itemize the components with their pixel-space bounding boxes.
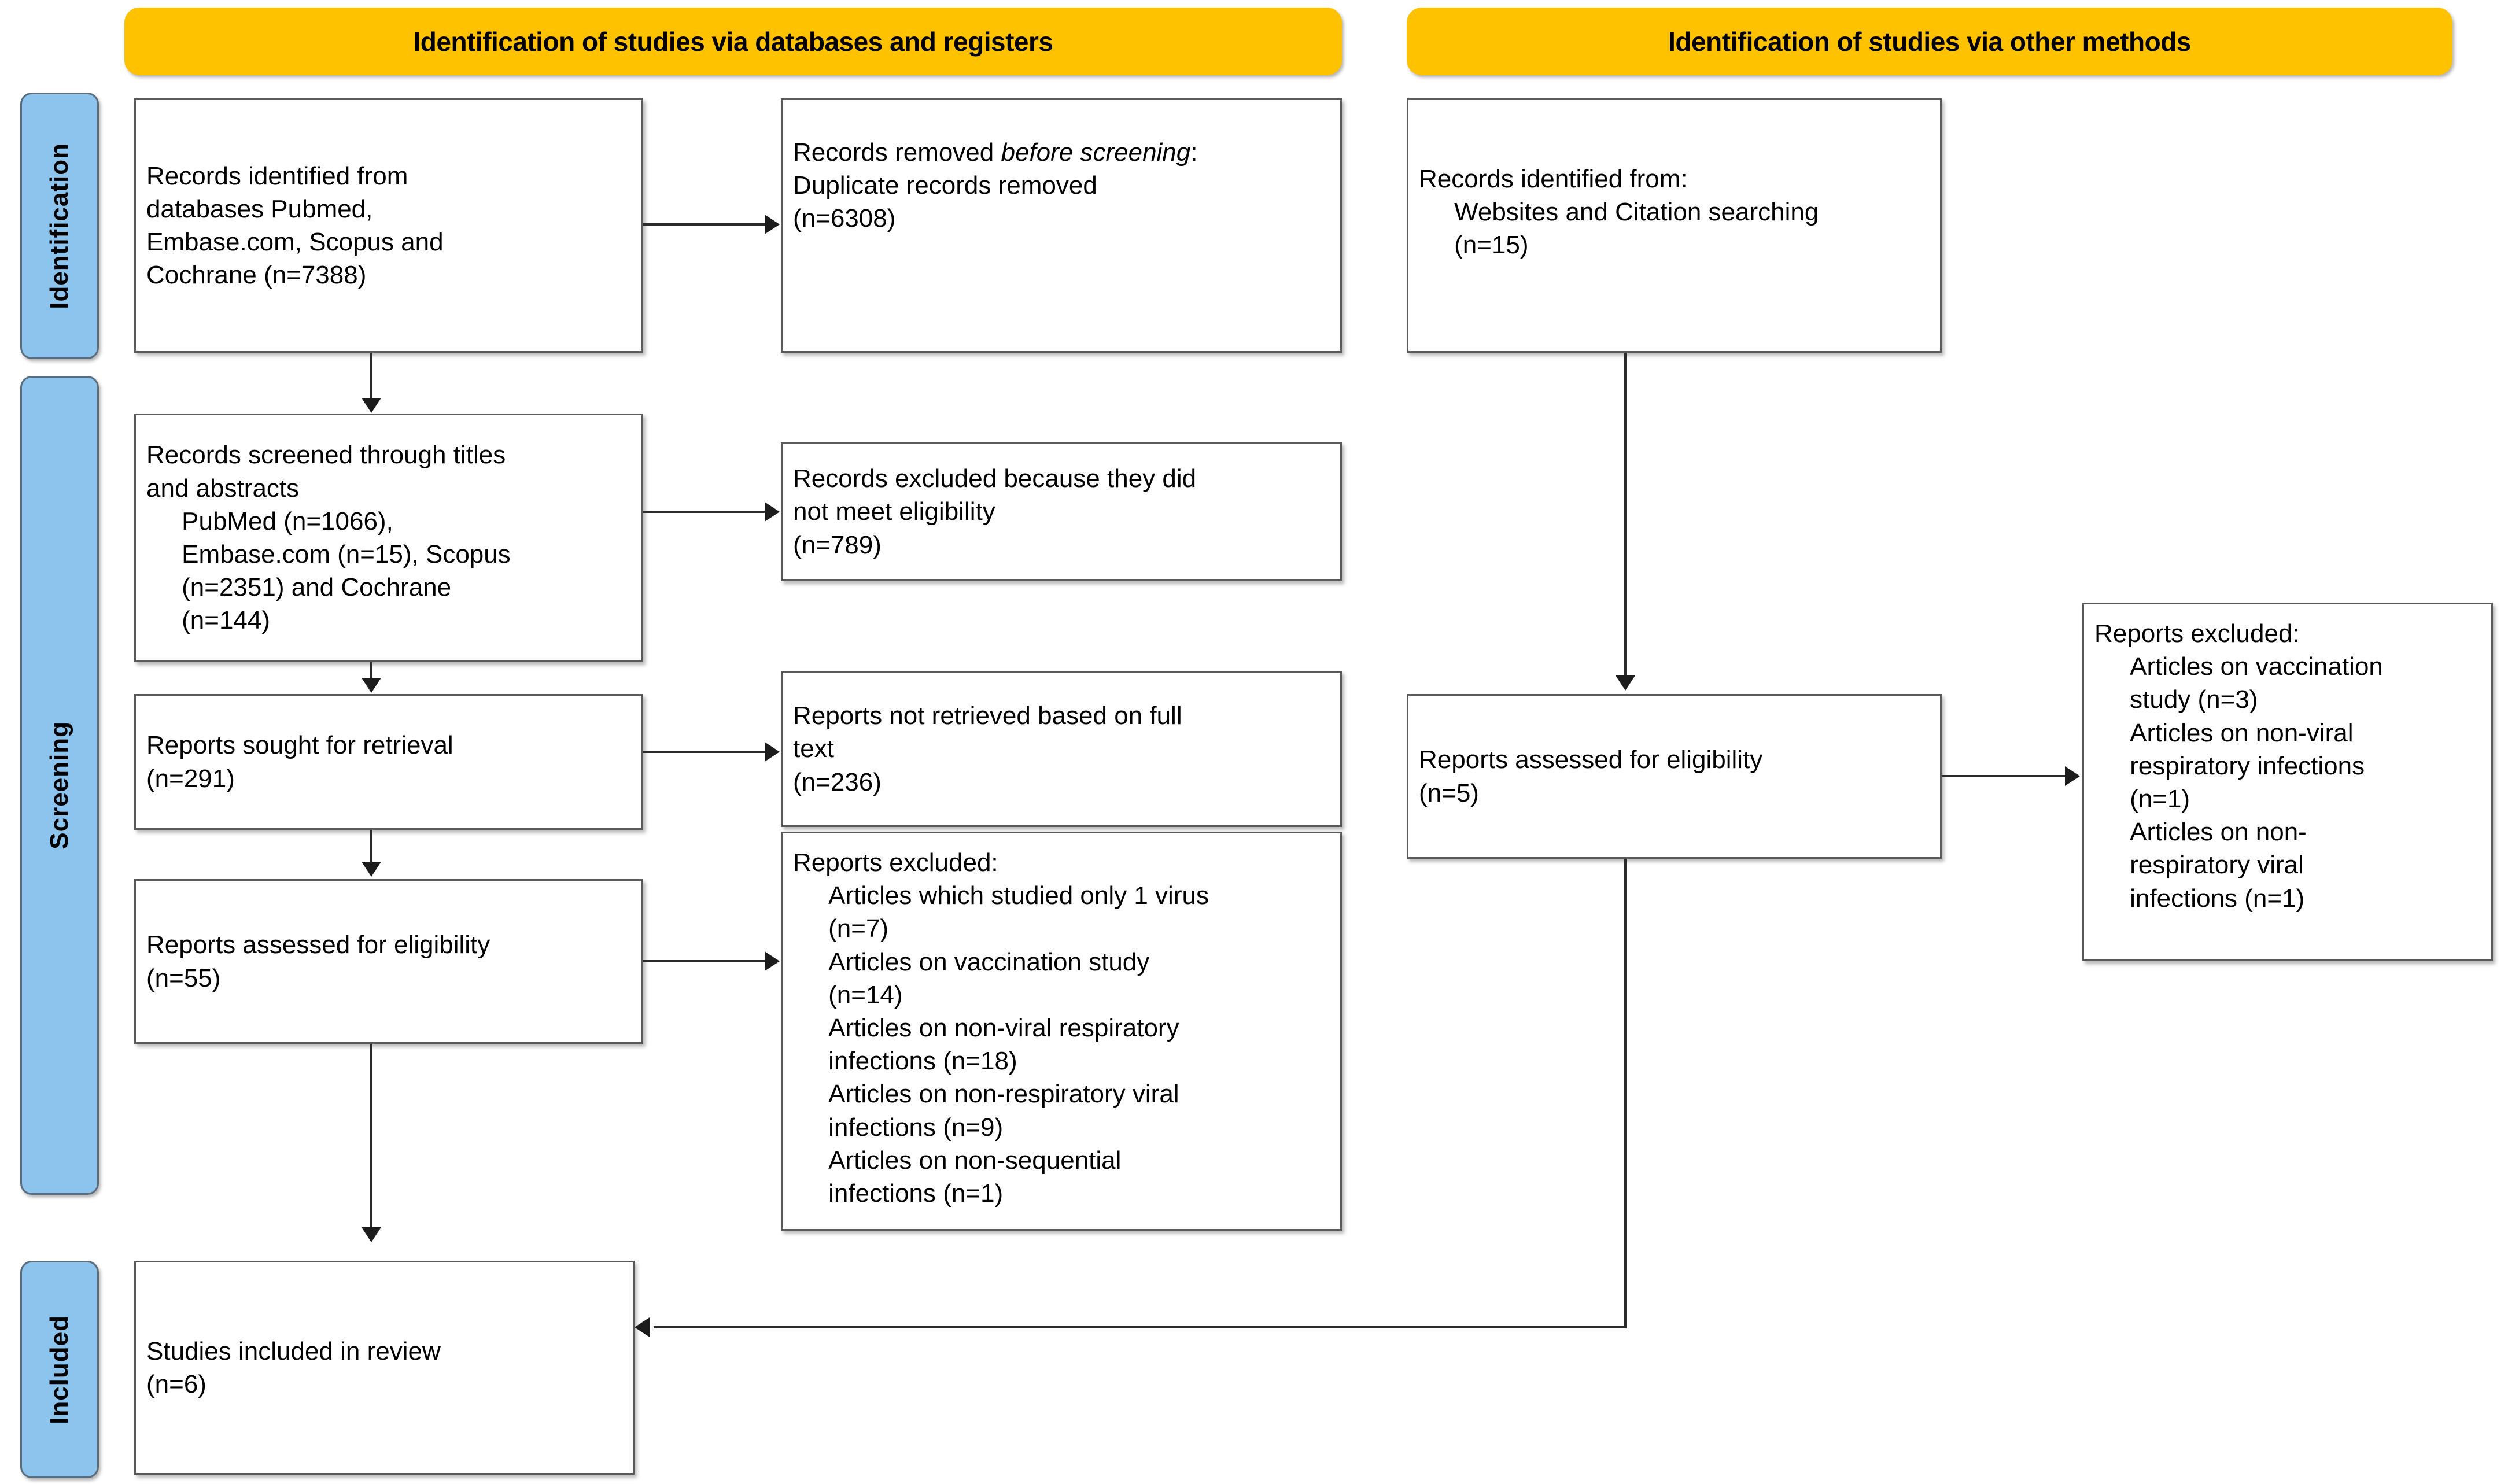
arrowhead-screened-to-sought [362, 678, 381, 693]
box-records-removed-text: Records removed before screening: Duplic… [783, 100, 1340, 235]
records-removed-prefix: Records removed [793, 138, 1001, 167]
box-records-excluded-not-eligible-text: Records excluded because they did not me… [793, 464, 1197, 559]
records-removed-italic: before screening [1001, 138, 1191, 167]
header-databases-label: Identification of studies via databases … [413, 26, 1053, 57]
box-records-screened: Records screened through titles and abst… [134, 414, 643, 662]
box-reports-excluded-other: Reports excluded: Articles on vaccinatio… [2082, 603, 2493, 961]
box-reports-sought-for-retrieval: Reports sought for retrieval (n=291) [134, 694, 643, 830]
box-reports-assessed-databases-text: Reports assessed for eligibility (n=55) [146, 931, 490, 992]
box-records-identified-other-methods: Records identified from: Websites and Ci… [1407, 98, 1942, 353]
connector-screened-to-excluded [643, 511, 766, 513]
connector-screened-to-sought [370, 662, 372, 680]
records-removed-suffix: : Duplicate records removed (n=6308) [793, 138, 1198, 233]
connector-assessed-to-excluded [643, 960, 766, 962]
arrowhead-sought-to-assessed [362, 862, 381, 877]
connector-other-assessed-to-included [654, 1326, 1627, 1328]
connector-assessed-to-included [370, 1044, 372, 1229]
sidebar-stage-included: Included [20, 1261, 99, 1478]
header-other-methods: Identification of studies via other meth… [1407, 8, 2452, 75]
header-other-methods-label: Identification of studies via other meth… [1668, 26, 2191, 57]
box-records-identified-databases: Records identified from databases Pubmed… [134, 98, 643, 353]
connector-sought-to-assessed [370, 830, 372, 863]
arrowhead-identified-to-screened [362, 398, 381, 413]
arrowhead-screened-to-excluded [765, 502, 780, 522]
box-reports-not-retrieved-text: Reports not retrieved based on full text… [793, 702, 1182, 796]
connector-identified-to-removed [643, 223, 766, 226]
arrowhead-other-assessed-to-excluded [2065, 766, 2080, 786]
connector-identified-to-screened [370, 353, 372, 399]
arrowhead-sought-to-not-retrieved [765, 742, 780, 762]
box-records-removed-before-screening: Records removed before screening: Duplic… [781, 98, 1342, 353]
connector-sought-to-not-retrieved [643, 751, 766, 753]
sidebar-stage-identification: Identification [20, 93, 99, 359]
box-records-identified-other-text: Records identified from: Websites and Ci… [1419, 165, 1819, 260]
sidebar-stage-identification-label: Identification [45, 142, 73, 309]
box-records-screened-text: Records screened through titles and abst… [146, 441, 511, 635]
sidebar-stage-screening: Screening [20, 376, 99, 1195]
box-records-excluded-not-eligible: Records excluded because they did not me… [781, 442, 1342, 581]
box-studies-included-in-review: Studies included in review (n=6) [134, 1261, 635, 1475]
arrowhead-other-assessed-to-included [635, 1317, 650, 1337]
arrowhead-other-identified-to-assessed [1616, 675, 1635, 691]
box-reports-assessed-other: Reports assessed for eligibility (n=5) [1407, 694, 1942, 859]
box-reports-sought-text: Reports sought for retrieval (n=291) [146, 731, 453, 793]
sidebar-stage-screening-label: Screening [45, 721, 73, 850]
box-reports-assessed-other-text: Reports assessed for eligibility (n=5) [1419, 745, 1763, 807]
box-reports-excluded-databases-text: Reports excluded: Articles which studied… [793, 848, 1209, 1208]
connector-other-assessed-to-excluded [1942, 775, 2066, 777]
arrowhead-identified-to-removed [765, 215, 780, 234]
sidebar-stage-included-label: Included [45, 1315, 73, 1424]
box-reports-excluded-other-text: Reports excluded: Articles on vaccinatio… [2094, 619, 2383, 913]
arrowhead-assessed-to-included [362, 1227, 381, 1242]
connector-other-assessed-down [1624, 859, 1627, 1327]
connector-other-identified-to-assessed [1624, 353, 1627, 677]
box-reports-assessed-databases: Reports assessed for eligibility (n=55) [134, 879, 643, 1044]
box-records-identified-databases-text: Records identified from databases Pubmed… [146, 161, 444, 290]
arrowhead-assessed-to-excluded [765, 951, 780, 971]
box-reports-not-retrieved: Reports not retrieved based on full text… [781, 671, 1342, 827]
box-studies-included-text: Studies included in review (n=6) [146, 1337, 441, 1398]
header-databases-and-registers: Identification of studies via databases … [124, 8, 1342, 75]
box-reports-excluded-databases: Reports excluded: Articles which studied… [781, 832, 1342, 1231]
